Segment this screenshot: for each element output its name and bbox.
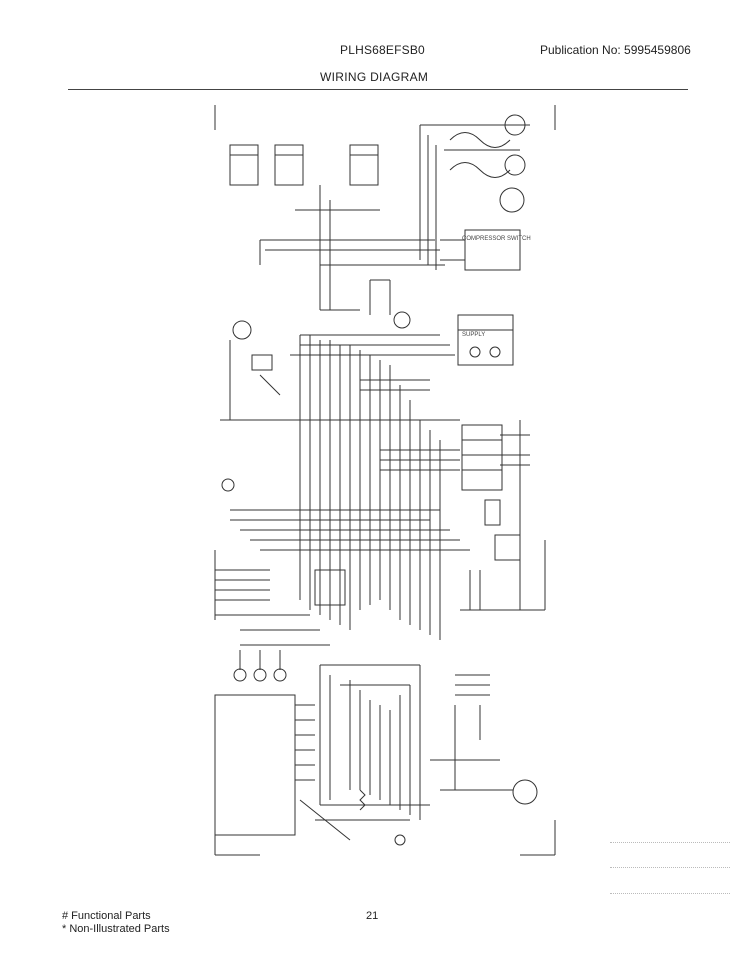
wiring-diagram: COMPRESSOR SWITCH SUPPLY <box>214 105 556 856</box>
supply-label: SUPPLY <box>462 332 485 338</box>
compressor-switch-label: COMPRESSOR SWITCH <box>462 236 531 242</box>
header-rule <box>68 89 688 90</box>
legend-functional-parts: # Functional Parts <box>62 910 151 922</box>
legend-non-illustrated-parts: * Non-Illustrated Parts <box>62 923 170 935</box>
page-number: 21 <box>366 910 379 922</box>
publication-number: Publication No: 5995459806 <box>540 43 691 57</box>
dotted-rule <box>610 867 730 868</box>
dotted-rule <box>610 893 730 894</box>
legend: # Functional Parts * Non-Illustrated Par… <box>62 910 170 936</box>
dotted-rule <box>610 842 730 843</box>
page-title: WIRING DIAGRAM <box>320 70 429 84</box>
model-number: PLHS68EFSB0 <box>340 43 425 57</box>
